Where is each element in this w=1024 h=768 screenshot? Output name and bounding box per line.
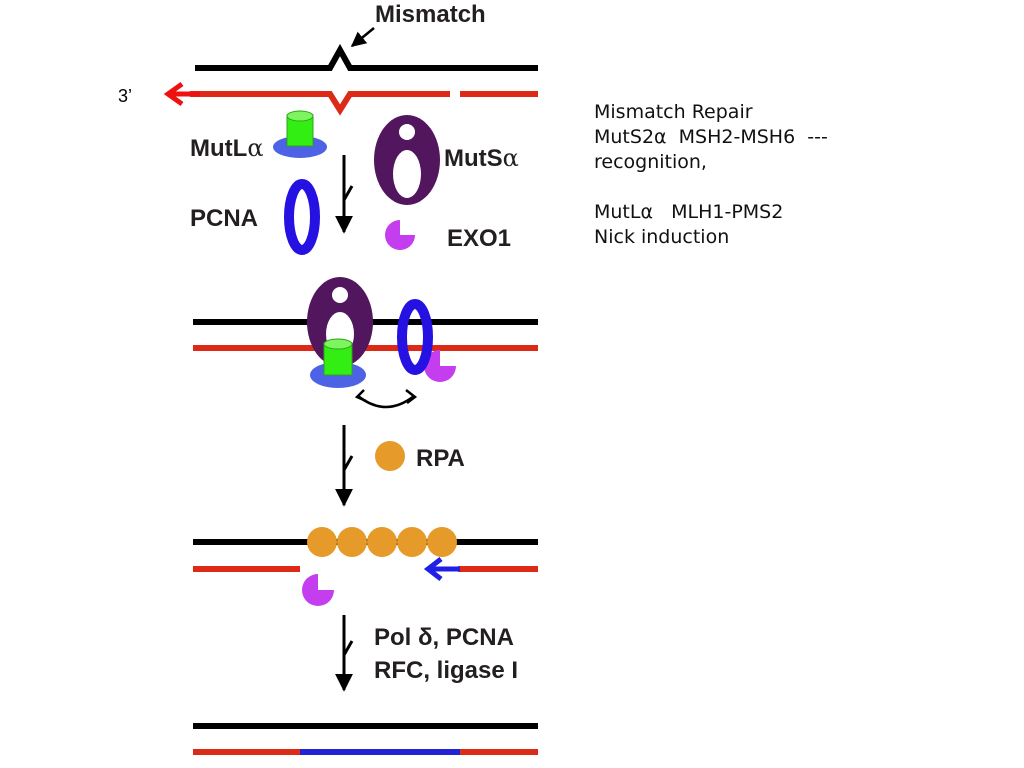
notes-line: MutLα MLH1-PMS2 [594, 201, 784, 223]
three-prime-label: 3’ [118, 86, 132, 106]
notes-line: recognition, [594, 151, 707, 173]
mutl-on-dna-icon [310, 338, 366, 388]
notes-line: Nick induction [594, 226, 730, 248]
rpa-bound-icon [367, 527, 397, 557]
flow-arrow-3 [335, 615, 354, 692]
pcna-on-dna-icon [397, 299, 433, 375]
notes-text-block: Mismatch Repair MutS2α MSH2-MSH6 --- rec… [594, 100, 994, 250]
exo1-pacman-icon [385, 220, 415, 250]
rpa-bound-icon [307, 527, 337, 557]
interaction-double-arrow [354, 389, 418, 409]
muts-alpha-icon [374, 115, 440, 205]
pcna-ring-icon [284, 179, 320, 255]
nascent-strand-mismatch [190, 91, 450, 116]
rpa-bound-icon [427, 527, 457, 557]
rpa-icon [375, 441, 405, 471]
exo1-on-dna-icon [424, 350, 456, 382]
notes-line: Mismatch Repair [594, 101, 753, 123]
pcna-label: PCNA [190, 205, 258, 232]
flow-arrow-2 [335, 425, 354, 507]
template-strand-mismatch [195, 43, 538, 71]
red-3prime-arrow [163, 81, 200, 107]
mismatch-pointer-arrow [350, 27, 375, 47]
notes-line [594, 175, 994, 200]
pol-delta-label: Pol δ, PCNA [374, 624, 514, 651]
rpa-bound-icon [397, 527, 427, 557]
exo1-label: EXO1 [447, 225, 511, 252]
rpa-label: RPA [416, 445, 465, 472]
rpa-bound-icon [337, 527, 367, 557]
rpa-bound-chain [307, 527, 457, 557]
mismatch-label: Mismatch [375, 1, 486, 28]
exo1-excising-icon [302, 574, 334, 606]
rfc-ligase-label: RFC, ligase I [374, 657, 518, 684]
flow-arrow-1 [335, 155, 354, 234]
blue-direction-arrow [423, 557, 460, 581]
notes-line: MutS2α MSH2-MSH6 --- [594, 126, 828, 148]
mutl-label: MutLα [190, 134, 264, 162]
muts-label: MutSα [444, 144, 519, 172]
mutl-alpha-icon [273, 110, 327, 158]
